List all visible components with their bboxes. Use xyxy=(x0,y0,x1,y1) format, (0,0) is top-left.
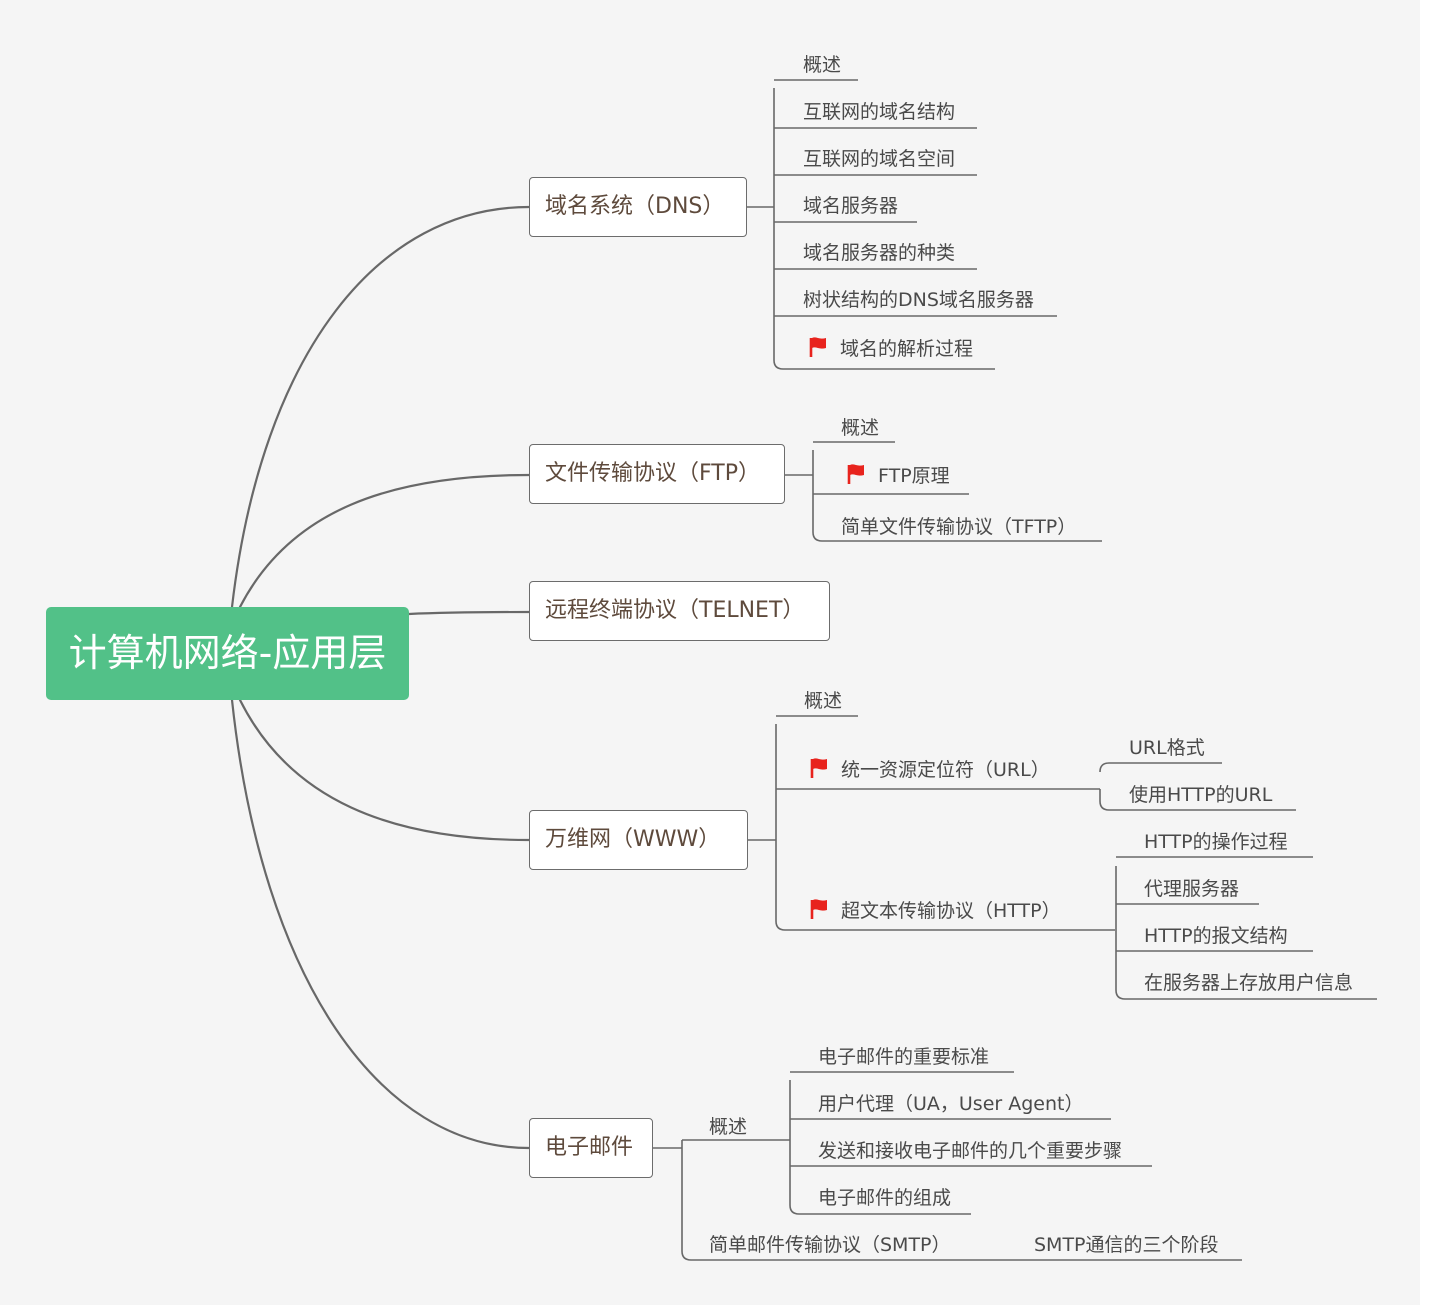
ftp-child[interactable]: 简单文件传输协议（TFTP） xyxy=(841,516,1077,538)
url-child[interactable]: 使用HTTP的URL xyxy=(1129,784,1273,806)
email-overview-child[interactable]: 发送和接收电子邮件的几个重要步骤 xyxy=(818,1140,1123,1162)
connector-root-www xyxy=(238,698,531,842)
branch-email[interactable]: 电子邮件 xyxy=(529,1118,653,1178)
connector-root-dns xyxy=(230,205,531,609)
dns-child[interactable]: 域名的解析过程 xyxy=(840,338,974,360)
url-child[interactable]: URL格式 xyxy=(1129,737,1205,759)
connector-www-bracket xyxy=(747,715,1115,931)
root-node[interactable]: 计算机网络-应用层 xyxy=(46,607,409,700)
dns-child[interactable]: 互联网的域名结构 xyxy=(803,101,956,123)
branch-ftp[interactable]: 文件传输协议（FTP） xyxy=(529,444,785,504)
connector-root-email xyxy=(230,698,531,1150)
connector-email-overview-bracket xyxy=(789,1071,1152,1215)
flag-icon xyxy=(847,464,864,484)
connector-http-bracket xyxy=(1115,856,1377,1000)
branch-dns[interactable]: 域名系统（DNS） xyxy=(529,177,747,237)
branch-www[interactable]: 万维网（WWW） xyxy=(529,810,748,870)
dns-child[interactable]: 概述 xyxy=(803,54,842,76)
smtp-child[interactable]: SMTP通信的三个阶段 xyxy=(1034,1234,1219,1256)
dns-child[interactable]: 域名服务器的种类 xyxy=(803,242,956,264)
dns-child[interactable]: 域名服务器 xyxy=(803,195,899,217)
www-child[interactable]: 超文本传输协议（HTTP） xyxy=(841,900,1061,922)
ftp-child[interactable]: FTP原理 xyxy=(878,465,950,487)
http-child[interactable]: 在服务器上存放用户信息 xyxy=(1144,972,1354,994)
www-child[interactable]: 概述 xyxy=(804,690,843,712)
ftp-child[interactable]: 概述 xyxy=(841,417,880,439)
dns-child[interactable]: 树状结构的DNS域名服务器 xyxy=(803,289,1034,311)
http-child[interactable]: HTTP的操作过程 xyxy=(1144,831,1288,853)
connector-email-bracket xyxy=(652,1139,790,1261)
http-child[interactable]: HTTP的报文结构 xyxy=(1144,925,1288,947)
email-child[interactable]: 简单邮件传输协议（SMTP） xyxy=(709,1234,951,1256)
connector-dns-bracket xyxy=(746,79,1057,370)
branch-telnet[interactable]: 远程终端协议（TELNET） xyxy=(529,581,830,641)
flag-icon xyxy=(810,758,827,778)
dns-child[interactable]: 互联网的域名空间 xyxy=(803,148,956,170)
email-overview-child[interactable]: 电子邮件的组成 xyxy=(818,1187,952,1209)
www-child[interactable]: 统一资源定位符（URL） xyxy=(841,759,1050,781)
flag-icon xyxy=(810,899,827,919)
flag-icon xyxy=(809,337,826,357)
email-child[interactable]: 概述 xyxy=(709,1116,748,1138)
connector-root-ftp xyxy=(238,473,531,609)
connector-url-bracket xyxy=(1099,762,1296,811)
connector-ftp-bracket xyxy=(784,441,1102,542)
connector-root-telnet xyxy=(407,610,531,616)
email-overview-child[interactable]: 用户代理（UA，User Agent） xyxy=(818,1093,1084,1115)
http-child[interactable]: 代理服务器 xyxy=(1144,878,1240,900)
email-overview-child[interactable]: 电子邮件的重要标准 xyxy=(818,1046,990,1068)
